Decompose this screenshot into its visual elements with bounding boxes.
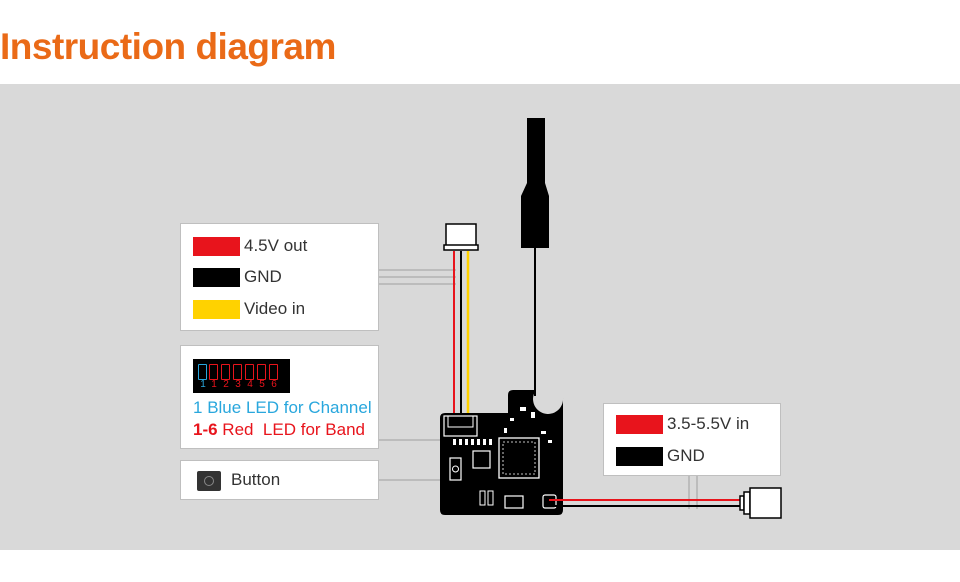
dip-number: 6	[271, 379, 277, 390]
wire-legend: 4.5V out GND Video in	[180, 223, 379, 331]
button-icon	[197, 471, 221, 491]
antenna	[521, 118, 549, 396]
dip-switch-red	[221, 364, 230, 380]
legend-row-power-gnd: GND	[616, 446, 705, 466]
button-legend: Button	[180, 460, 379, 500]
leader-lines	[379, 269, 698, 509]
dip-switch-icon: 1 1 2 3 4 5 6	[193, 359, 290, 393]
red-led-text: Red LED for Band	[217, 420, 365, 439]
legend-row-4v5-out: 4.5V out	[193, 236, 307, 256]
page-title: Instruction diagram	[0, 26, 336, 67]
legend-label: 3.5-5.5V in	[667, 414, 750, 433]
blue-led-number: 1	[193, 398, 203, 417]
blue-led-text: Blue LED for Channel	[202, 398, 372, 417]
dip-number: 4	[247, 379, 253, 390]
legend-label: 4.5V out	[244, 236, 308, 255]
legend-row-gnd: GND	[193, 267, 282, 287]
legend-label: GND	[667, 446, 705, 465]
dip-switch-red	[209, 364, 218, 380]
dip-number: 1	[200, 379, 206, 390]
legend-label: Video in	[244, 299, 306, 318]
red-wire-swatch	[616, 414, 663, 434]
dip-switch-blue	[198, 364, 207, 380]
dip-number: 5	[259, 379, 265, 390]
red-led-line: 1-6 Red LED for Band	[193, 420, 365, 440]
power-legend: 3.5-5.5V in GND	[603, 403, 781, 476]
red-wire-swatch	[193, 236, 240, 256]
power-connector	[549, 487, 782, 519]
dip-switch-red	[233, 364, 242, 380]
dip-switch-red	[269, 364, 278, 380]
video-connector	[443, 223, 479, 420]
legend-row-power-in: 3.5-5.5V in	[616, 414, 749, 434]
dip-number: 2	[223, 379, 229, 390]
legend-label: GND	[244, 267, 282, 286]
dip-switch-red	[257, 364, 266, 380]
vtx-board	[440, 390, 564, 515]
dip-number: 1	[211, 379, 217, 390]
dip-number: 3	[235, 379, 241, 390]
blue-led-line: 1 Blue LED for Channel	[193, 398, 372, 418]
led-legend: 1 1 2 3 4 5 6 1 Blue LED for Channel 1-6…	[180, 345, 379, 449]
red-led-number: 1-6	[193, 420, 218, 439]
yellow-wire-swatch	[193, 299, 240, 319]
dip-switch-red	[245, 364, 254, 380]
black-wire-swatch	[616, 446, 663, 466]
button-label: Button	[231, 470, 281, 489]
black-wire-swatch	[193, 267, 240, 287]
legend-row-video-in: Video in	[193, 299, 305, 319]
